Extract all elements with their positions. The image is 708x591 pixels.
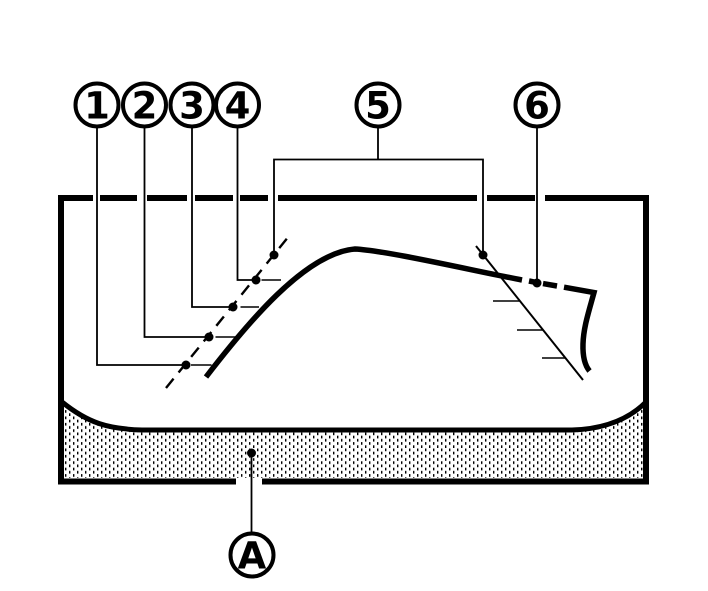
right-reference-line (475, 245, 584, 381)
callout-5-point-right (478, 250, 488, 260)
callout-6-label: 6 (524, 85, 550, 128)
left-dashed-diagonal (165, 235, 290, 389)
callout-3-point (228, 302, 238, 312)
callout-5-leader (273, 126, 484, 255)
callout-6-point (532, 278, 542, 288)
right-diagonal (475, 245, 584, 381)
callout-4-point (251, 275, 261, 285)
callout-5-point-left (269, 250, 279, 260)
callout-2-circle-icon (121, 81, 168, 129)
hatched-band (60, 400, 648, 478)
callout-A-circle-icon (228, 531, 276, 579)
callout-badge-A: A (228, 531, 276, 579)
right-depth-ticks (493, 300, 566, 359)
callout-3-label: 3 (179, 85, 205, 128)
callout-2-label: 2 (132, 85, 158, 128)
profile-curve (203, 246, 598, 379)
callout-4-label: 4 (225, 85, 251, 128)
callout-5-label: 5 (365, 85, 391, 128)
profile-curve-main (203, 246, 523, 379)
callout-badge-4: 4 (214, 81, 261, 129)
callout-badge-2: 2 (121, 81, 168, 129)
callout-badge-3: 3 (168, 81, 216, 129)
left-depth-ticks (191, 279, 281, 366)
callout-points (181, 250, 542, 458)
hatched-band-fill (62, 402, 646, 478)
callout-badge-5: 5 (354, 81, 402, 129)
profile-curve-hidden-dash-2 (542, 280, 558, 289)
callout-5-circle-icon (354, 81, 402, 129)
callout-1-circle-icon (73, 81, 121, 129)
hatched-band-boundary (60, 400, 648, 433)
callout-2-point (204, 332, 214, 342)
callout-A-point (247, 448, 256, 458)
callout-4-circle-icon (214, 81, 261, 129)
callout-3-circle-icon (168, 81, 216, 129)
callout-4-leader (236, 126, 256, 281)
left-dashed-reference-line (165, 235, 290, 389)
profile-curve-hook (563, 284, 598, 373)
callout-1-label: 1 (84, 85, 110, 128)
callout-1-point (181, 360, 191, 370)
callout-2-leader (143, 126, 209, 338)
callout-1-leader (96, 126, 186, 366)
callout-A-label: A (238, 535, 267, 578)
callout-badge-6: 6 (513, 81, 561, 129)
callout-3-leader (191, 126, 233, 308)
callout-6-circle-icon (513, 81, 561, 129)
callout-badge-1: 1 (73, 81, 121, 129)
callout-leaders (96, 126, 538, 534)
